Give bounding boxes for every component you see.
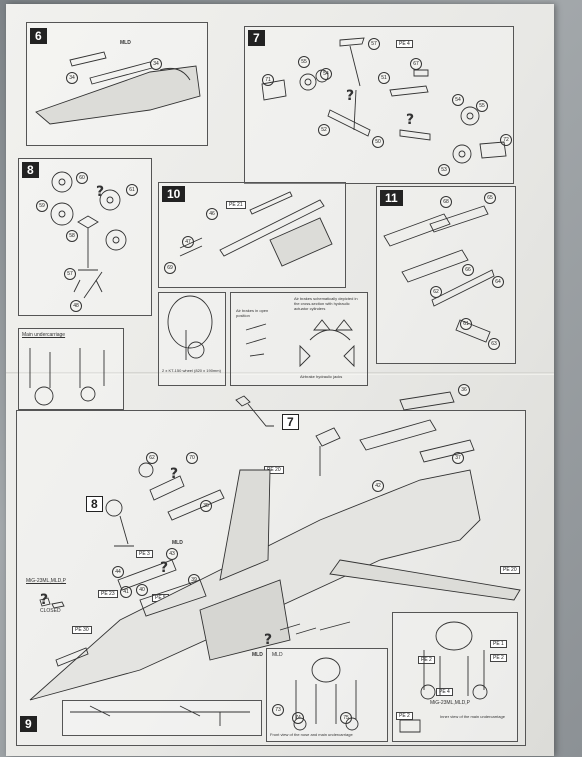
pe-tag: PE 4 bbox=[436, 688, 453, 696]
part-number-callout: 57 bbox=[64, 268, 76, 280]
part-number-callout: 73 bbox=[272, 704, 284, 716]
label-mig-variant-2: MiG-23ML,MLD,P bbox=[430, 700, 471, 706]
part-number-callout: 60 bbox=[76, 172, 88, 184]
part-number-callout: 53 bbox=[438, 164, 450, 176]
label-mld-step6: MLD bbox=[120, 40, 131, 46]
part-number-callout: 57 bbox=[368, 38, 380, 50]
part-number-callout: 62 bbox=[146, 452, 158, 464]
part-number-callout: 64 bbox=[492, 276, 504, 288]
label-mig-variant: MiG-23ML,MLD,P bbox=[26, 578, 67, 584]
label-mld-step9: MLD bbox=[172, 540, 183, 546]
panel-step-7 bbox=[244, 26, 514, 184]
svg-text:?: ? bbox=[170, 466, 178, 482]
caption-inner-view: Inner view of the main undercarriage bbox=[440, 714, 505, 719]
panel-main-undercarriage bbox=[18, 328, 124, 410]
caption-brakes-note: Air brakes schematically depicted in the… bbox=[294, 296, 358, 311]
svg-text:?: ? bbox=[264, 632, 272, 648]
label-mld-small: MLD bbox=[252, 652, 263, 658]
part-number-callout: 48 bbox=[70, 300, 82, 312]
step-7-ref: 7 bbox=[282, 414, 299, 430]
pe-tag: PE 4 bbox=[396, 40, 413, 48]
pe-tag: PE 21 bbox=[226, 201, 246, 209]
step-8-ref: 8 bbox=[86, 496, 103, 512]
part-number-callout: 36 bbox=[458, 384, 470, 396]
part-number-callout: 52 bbox=[318, 124, 330, 136]
part-number-callout: 61 bbox=[126, 184, 138, 196]
caption-wheel: 2 x KT-150 wheel (820 x 190mm) bbox=[162, 368, 221, 373]
panel-step-9-bottom bbox=[62, 700, 262, 736]
pe-tag: PE 23 bbox=[98, 590, 118, 598]
pe-tag: PE 30 bbox=[72, 626, 92, 634]
part-number-callout: 40 bbox=[136, 584, 148, 596]
sheet-fold bbox=[6, 372, 554, 375]
part-number-callout: 46 bbox=[206, 208, 218, 220]
part-number-callout: 44 bbox=[112, 566, 124, 578]
svg-text:?: ? bbox=[96, 184, 104, 200]
part-number-callout: 72 bbox=[500, 134, 512, 146]
caption-brakes-open: Air brakes in open position bbox=[236, 308, 269, 318]
part-number-callout: 54 bbox=[320, 68, 332, 80]
part-number-callout: 54 bbox=[452, 94, 464, 106]
panel-mld-front-view bbox=[266, 648, 388, 742]
panel-wheel bbox=[158, 292, 226, 386]
part-number-callout: 50 bbox=[372, 136, 384, 148]
svg-text:?: ? bbox=[346, 88, 354, 104]
pe-tag: PE 1 bbox=[490, 640, 507, 648]
part-number-callout: 42 bbox=[372, 480, 384, 492]
label-main-undercarriage: Main undercarriage bbox=[22, 332, 66, 338]
part-number-callout: 70 bbox=[186, 452, 198, 464]
panel-step-11 bbox=[376, 186, 516, 364]
pe-tag: PE 2 bbox=[418, 656, 435, 664]
part-number-callout: 66 bbox=[462, 264, 474, 276]
part-number-callout: 67 bbox=[410, 58, 422, 70]
panel-airbrakes bbox=[230, 292, 368, 386]
part-number-callout: 55 bbox=[298, 56, 310, 68]
label-closed: CLOSED bbox=[40, 608, 61, 614]
caption-brakes-hydraulic: Airbrake hydraulic jacks bbox=[300, 374, 343, 379]
step-7-badge: 7 bbox=[248, 30, 265, 46]
part-number-callout: 63 bbox=[488, 338, 500, 350]
part-number-callout: 58 bbox=[66, 230, 78, 242]
pe-tag: PE 20 bbox=[500, 566, 520, 574]
svg-text:?: ? bbox=[40, 592, 48, 608]
part-number-callout: 34 bbox=[66, 72, 78, 84]
pe-tag: PE 3 bbox=[136, 550, 153, 558]
svg-text:?: ? bbox=[160, 560, 168, 576]
pe-tag: PE 2 bbox=[490, 654, 507, 662]
part-number-callout: 51 bbox=[378, 72, 390, 84]
label-mld-front: MLD bbox=[272, 652, 283, 658]
step-9-badge: 9 bbox=[20, 716, 37, 732]
step-8-badge: 8 bbox=[22, 162, 39, 178]
step-11-badge: 11 bbox=[380, 190, 403, 206]
part-number-callout: 43 bbox=[166, 548, 178, 560]
svg-text:?: ? bbox=[406, 112, 414, 128]
caption-front-view: Front view of the nose and main undercar… bbox=[270, 732, 353, 737]
part-number-callout: 65 bbox=[484, 192, 496, 204]
pe-tag: PE 2 bbox=[396, 712, 413, 720]
part-number-callout: 68 bbox=[440, 196, 452, 208]
panel-step-8 bbox=[18, 158, 152, 316]
step-6-badge: 6 bbox=[30, 28, 47, 44]
part-number-callout: 55 bbox=[476, 100, 488, 112]
part-number-callout: 69 bbox=[164, 262, 176, 274]
part-number-callout: 59 bbox=[36, 200, 48, 212]
step-10-badge: 10 bbox=[162, 186, 186, 202]
part-number-callout: 41 bbox=[120, 586, 132, 598]
